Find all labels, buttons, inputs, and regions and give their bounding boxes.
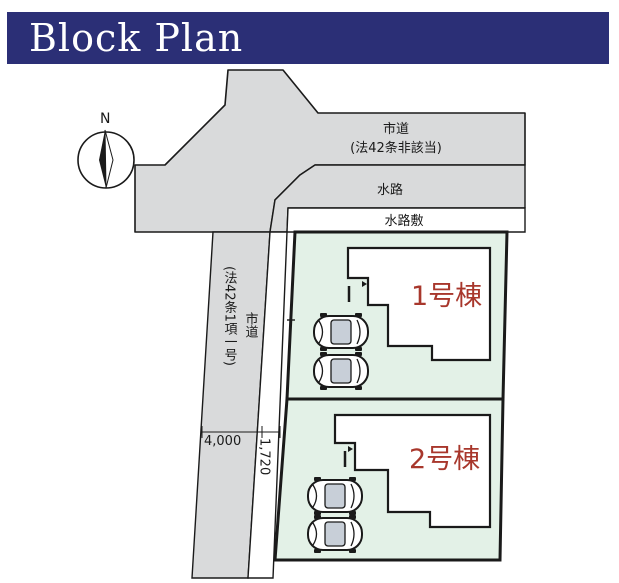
north-label: N — [100, 111, 110, 127]
car-icon — [313, 351, 369, 391]
road-width-dimension: 4,000 — [204, 434, 241, 449]
building-2-footprint — [333, 413, 492, 529]
city-road-top-note: (法42条非該当) — [350, 140, 442, 156]
north-compass: N — [77, 111, 135, 189]
page-title: Block Plan — [29, 16, 244, 60]
setback-dimension: 1,720 — [257, 438, 272, 475]
roads — [134, 69, 526, 579]
setback-strip — [247, 231, 288, 579]
car-icon — [313, 312, 369, 352]
city-road-left-note: (法42条1項一号) — [222, 266, 238, 366]
car-icon — [307, 514, 363, 554]
city-road-top-name: 市道 — [383, 121, 409, 137]
dimension-marks — [201, 426, 281, 438]
waterway-land-label: 水路敷 — [384, 213, 423, 229]
car-icon — [307, 476, 363, 516]
title-banner: Block Plan — [7, 12, 609, 64]
waterway-label: 水路 — [377, 182, 403, 198]
building-1-label: 1号棟 — [411, 281, 482, 312]
city-road-left-name: 市道 — [243, 311, 259, 338]
building-1-footprint — [346, 246, 492, 362]
building-2-label: 2号棟 — [409, 444, 480, 475]
waterway-land — [286, 207, 526, 233]
